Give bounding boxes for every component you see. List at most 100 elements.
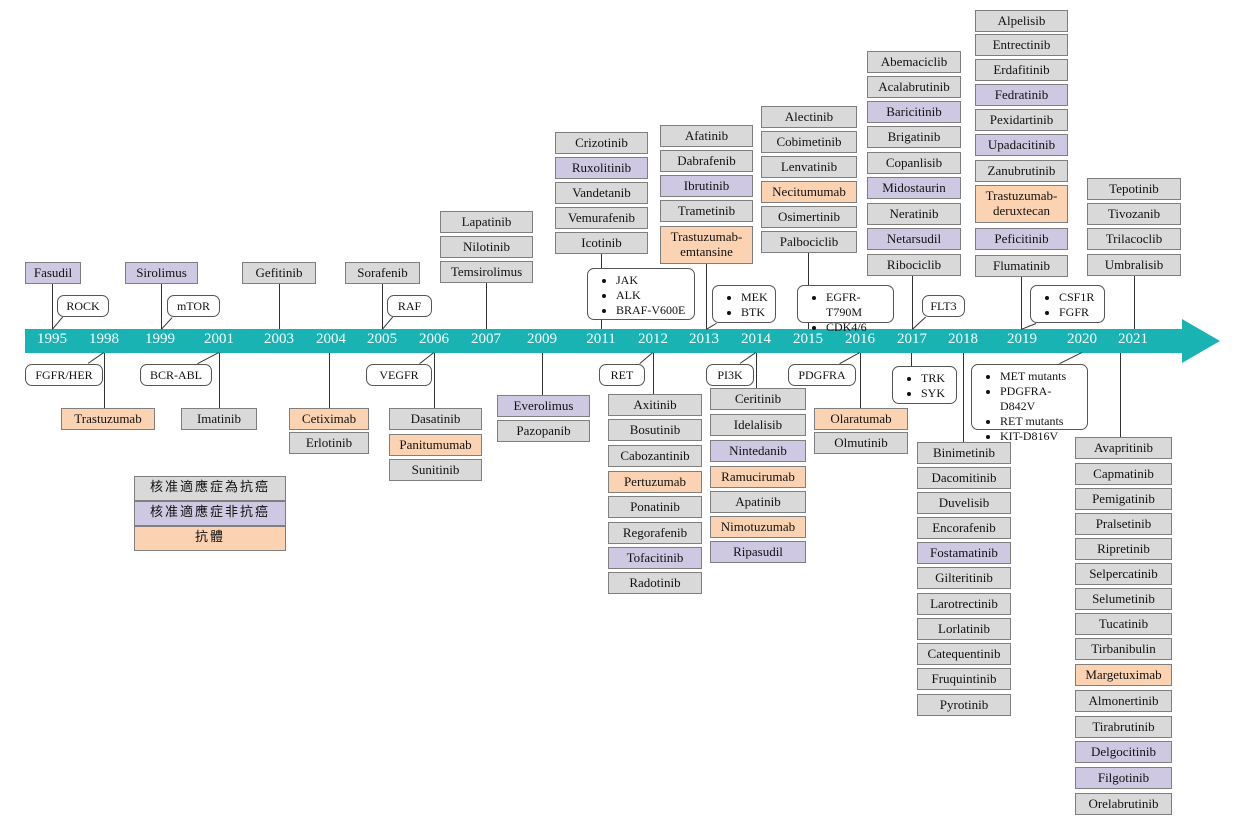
year-label-2009: 2009 (527, 331, 557, 347)
target-callout-ret: RET (599, 364, 645, 386)
drug-box-temsirolimus: Temsirolimus (440, 261, 533, 283)
drug-box-selumetinib: Selumetinib (1075, 588, 1172, 610)
connector-line (859, 353, 861, 408)
drug-box-nimotuzumab: Nimotuzumab (710, 516, 806, 538)
callout-item: SYK (921, 386, 952, 401)
drug-box-pemigatinib: Pemigatinib (1075, 488, 1172, 510)
drug-box-trastuzumab-emtansine: Trastuzumab- emtansine (660, 226, 753, 264)
drug-box-ripasudil: Ripasudil (710, 541, 806, 563)
drug-box-alectinib: Alectinib (761, 106, 857, 128)
drug-box-pyrotinib: Pyrotinib (917, 694, 1011, 716)
callout-item: KIT-D816V (1000, 429, 1083, 444)
drug-box-duvelisib: Duvelisib (917, 492, 1011, 514)
drug-box-acalabrutinib: Acalabrutinib (867, 76, 961, 98)
drug-box-neratinib: Neratinib (867, 203, 961, 225)
drug-box-palbociclib: Palbociclib (761, 231, 857, 253)
drug-box-tepotinib: Tepotinib (1087, 178, 1181, 200)
connector-line (218, 353, 220, 408)
drug-box-ribociclib: Ribociclib (867, 254, 961, 276)
drug-box-cabozantinib: Cabozantinib (608, 445, 702, 467)
drug-box-avapritinib: Avapritinib (1075, 437, 1172, 459)
axis-bar (25, 329, 1185, 353)
drug-box-lorlatinib: Lorlatinib (917, 618, 1011, 640)
target-callout-rock: ROCK (57, 295, 109, 317)
drug-box-dabrafenib: Dabrafenib (660, 150, 753, 172)
connector-line (755, 353, 757, 388)
connector-line (51, 284, 53, 329)
drug-box-panitumumab: Panitumumab (389, 434, 482, 456)
target-callout-mtor: mTOR (167, 295, 220, 317)
connector-line (160, 284, 162, 329)
target-callout-met-mutants: MET mutantsPDGFRA-D842VRET mutantsKIT-D8… (971, 364, 1088, 443)
connector-line (103, 353, 105, 408)
connector-line (1119, 353, 1121, 437)
drug-box-vandetanib: Vandetanib (555, 182, 648, 204)
connector-line (278, 284, 280, 329)
drug-box-erdafitinib: Erdafitinib (975, 59, 1068, 81)
drug-box-margetuximab: Margetuximab (1075, 664, 1172, 686)
drug-box-vemurafenib: Vemurafenib (555, 207, 648, 229)
drug-box-zanubrutinib: Zanubrutinib (975, 160, 1068, 182)
drug-box-pralsetinib: Pralsetinib (1075, 513, 1172, 535)
connector-line (541, 353, 543, 395)
drug-box-tirabrutinib: Tirabrutinib (1075, 716, 1172, 738)
year-label-2006: 2006 (419, 331, 449, 347)
year-label-2001: 2001 (204, 331, 234, 347)
drug-box-sirolimus: Sirolimus (125, 262, 198, 284)
drug-box-tucatinib: Tucatinib (1075, 613, 1172, 635)
axis-arrowhead (1182, 319, 1220, 363)
drug-box-trilacoclib: Trilacoclib (1087, 228, 1181, 250)
legend-antibody: 抗體 (134, 526, 286, 551)
year-label-2021: 2021 (1118, 331, 1148, 347)
drug-box-gilteritinib: Gilteritinib (917, 567, 1011, 589)
callout-pointer (911, 353, 912, 366)
drug-box-abemaciclib: Abemaciclib (867, 51, 961, 73)
year-label-1999: 1999 (145, 331, 175, 347)
drug-box-upadacitinib: Upadacitinib (975, 134, 1068, 156)
callout-item: BTK (741, 305, 771, 320)
callout-item: TRK (921, 371, 952, 386)
drug-box-baricitinib: Baricitinib (867, 101, 961, 123)
drug-box-everolimus: Everolimus (497, 395, 590, 417)
target-callout-pi3k: PI3K (706, 364, 754, 386)
drug-box-brigatinib: Brigatinib (867, 126, 961, 148)
drug-box-umbralisib: Umbralisib (1087, 254, 1181, 276)
drug-box-fruquintinib: Fruquintinib (917, 668, 1011, 690)
drug-box-ripretinib: Ripretinib (1075, 538, 1172, 560)
callout-item: ALK (616, 288, 690, 303)
drug-box-radotinib: Radotinib (608, 572, 702, 594)
drug-box-crizotinib: Crizotinib (555, 132, 648, 154)
drug-box-nintedanib: Nintedanib (710, 440, 806, 462)
drug-box-ponatinib: Ponatinib (608, 496, 702, 518)
connector-line (485, 283, 487, 329)
target-callout-egfr-t790m: EGFR-T790MCDK4/6 (797, 285, 894, 334)
drug-box-dacomitinib: Dacomitinib (917, 467, 1011, 489)
drug-box-copanlisib: Copanlisib (867, 152, 961, 174)
drug-box-osimertinib: Osimertinib (761, 206, 857, 228)
drug-box-necitumumab: Necitumumab (761, 181, 857, 203)
year-label-1998: 1998 (89, 331, 119, 347)
year-label-2019: 2019 (1007, 331, 1037, 347)
callout-item: BRAF-V600E (616, 303, 690, 318)
drug-box-tirbanibulin: Tirbanibulin (1075, 638, 1172, 660)
drug-box-dasatinib: Dasatinib (389, 408, 482, 430)
drug-box-lenvatinib: Lenvatinib (761, 156, 857, 178)
drug-box-erlotinib: Erlotinib (289, 432, 369, 454)
drug-box-olaratumab: Olaratumab (814, 408, 908, 430)
connector-line (705, 264, 707, 329)
target-callout-trk: TRKSYK (892, 366, 957, 404)
drug-box-bosutinib: Bosutinib (608, 419, 702, 441)
drug-box-fasudil: Fasudil (25, 262, 81, 284)
callout-item: MET mutants (1000, 369, 1083, 384)
legend-approved-cancer: 核准適應症為抗癌 (134, 476, 286, 501)
drug-box-fostamatinib: Fostamatinib (917, 542, 1011, 564)
year-label-2018: 2018 (948, 331, 978, 347)
drug-box-imatinib: Imatinib (181, 408, 257, 430)
drug-box-pazopanib: Pazopanib (497, 420, 590, 442)
drug-box-fedratinib: Fedratinib (975, 84, 1068, 106)
callout-item: RET mutants (1000, 414, 1083, 429)
drug-box-ceritinib: Ceritinib (710, 388, 806, 410)
year-label-2003: 2003 (264, 331, 294, 347)
drug-box-sunitinib: Sunitinib (389, 459, 482, 481)
